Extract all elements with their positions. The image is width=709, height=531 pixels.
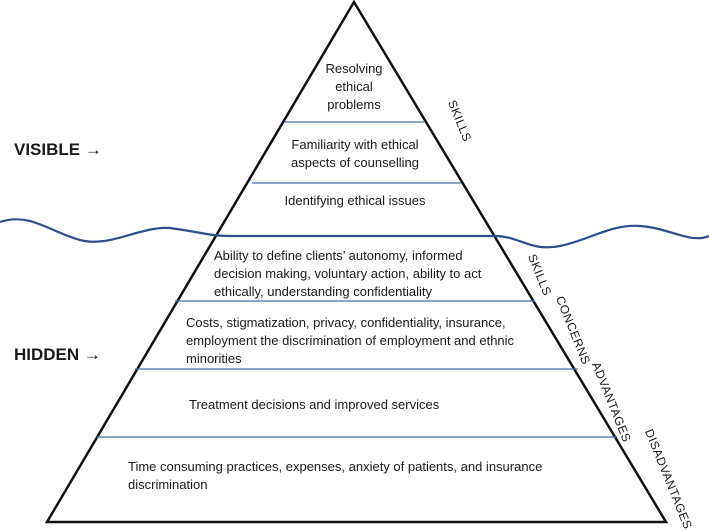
tier-label: Time consuming practices, expenses, anxi… [128,459,543,492]
tier-label: Resolving ethical problems [325,61,383,112]
tier-label: Familiarity with ethical aspects of coun… [291,137,419,170]
pyramid-outline [44,0,669,524]
tier-label: Costs, stigmatization, privacy, confiden… [186,315,515,366]
waterline-wave [0,218,709,249]
visible-label: VISIBLE → [14,140,102,159]
tier-label: Identifying ethical issues [284,193,426,208]
tier-label: Treatment decisions and improved service… [189,397,440,412]
tier-label: Ability to define clients’ autonomy, inf… [214,248,482,299]
hidden-label: HIDDEN → [14,345,101,364]
